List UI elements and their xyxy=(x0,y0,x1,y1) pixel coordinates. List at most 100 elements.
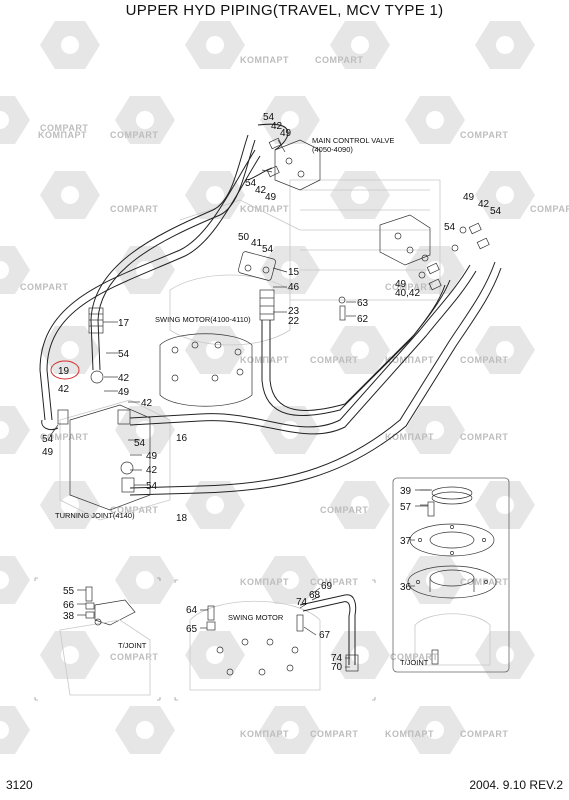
part-label: 54 xyxy=(263,112,275,123)
part-label: 42 xyxy=(255,185,267,196)
watermark-logo-text: COMPART xyxy=(460,355,508,365)
part-label: 42 xyxy=(118,373,130,384)
part-label: 22 xyxy=(288,316,300,327)
callout-highlight xyxy=(50,360,80,380)
watermark-logo-text: KOMПAPT xyxy=(240,355,289,365)
watermark-logo-text: COMPART xyxy=(460,432,508,442)
swing-motor-ref-caption: SWING MOTOR(4100-4110) xyxy=(155,315,251,324)
part-label: 65 xyxy=(186,624,198,635)
watermark-logo-text: COMPART xyxy=(460,130,508,140)
watermark-logo-text: KOMПAPT xyxy=(240,55,289,65)
machine-outline xyxy=(59,179,441,521)
part-label: 38 xyxy=(63,611,75,622)
watermark-logo-text: KOMПAPT xyxy=(240,729,289,739)
part-label: 39 xyxy=(400,486,412,497)
part-label: 50 xyxy=(238,232,250,243)
part-label: 49 xyxy=(265,192,277,203)
part-label: 49 xyxy=(280,128,292,139)
part-label: 36 xyxy=(400,582,412,593)
part-label: 54 xyxy=(118,349,130,360)
watermark-logo-text: COMPART xyxy=(320,505,368,515)
fitting-block xyxy=(238,251,346,321)
part-label: 74 xyxy=(331,653,343,664)
watermark-logo-text: COMPART xyxy=(460,729,508,739)
part-label: 69 xyxy=(321,581,333,592)
hose-19 xyxy=(39,149,261,431)
watermark-logo-text: KOMПAPT xyxy=(385,729,434,739)
part-label: 66 xyxy=(63,600,75,611)
part-label: 49 xyxy=(42,447,54,458)
hose-upper-mcv xyxy=(247,123,289,181)
part-label: 23 xyxy=(288,306,300,317)
watermark-logo-text: COMPART xyxy=(110,652,158,662)
part-label: 54 xyxy=(42,434,54,445)
watermark-logo-text: COMPART xyxy=(310,355,358,365)
page-title: UPPER HYD PIPING(TRAVEL, MCV TYPE 1) xyxy=(125,2,444,19)
part-label: 74 xyxy=(296,597,308,608)
part-label: 46 xyxy=(288,282,300,293)
part-label: 42 xyxy=(141,398,153,409)
part-label: 64 xyxy=(186,605,198,616)
part-label: 42 xyxy=(146,465,158,476)
main-control-valve xyxy=(266,137,490,291)
swing-motor-caption: SWING MOTOR xyxy=(228,613,284,622)
watermark-logo-text: COMPART xyxy=(20,282,68,292)
watermark-logo-text: KOMПAPT xyxy=(385,355,434,365)
hose-18 xyxy=(129,261,502,496)
tjoint-right-caption: T/JOINT xyxy=(400,658,429,667)
part-label: 54 xyxy=(490,206,502,217)
part-label: 41 xyxy=(251,238,263,249)
watermark-logo-text: KOMПAPT xyxy=(38,130,87,140)
watermark-logo-text: COMPART xyxy=(315,55,363,65)
tjoint-left-caption: T/JOINT xyxy=(118,641,147,650)
watermark-logo-text: COMPART xyxy=(390,652,438,662)
hose-16 xyxy=(129,264,477,435)
turning-joint-ref-caption: TURNING JOINT(4140) xyxy=(55,511,135,520)
watermark-logo-text: COMPART xyxy=(40,432,88,442)
part-label: 54 xyxy=(444,222,456,233)
part-label: 37 xyxy=(400,536,412,547)
part-label: 49 xyxy=(146,451,158,462)
inset-swing-motor xyxy=(174,579,376,701)
part-label: 17 xyxy=(118,318,130,329)
part-label: 68 xyxy=(309,590,321,601)
part-label: 49 xyxy=(118,387,130,398)
part-label: 63 xyxy=(357,298,369,309)
hose-22-23 xyxy=(261,279,451,416)
part-label: 18 xyxy=(176,513,188,524)
watermark-logo-text: COMPART xyxy=(310,577,358,587)
watermark-logo-text: COMPART xyxy=(385,282,433,292)
watermark-logo-text: COMPART xyxy=(460,577,508,587)
part-label: 54 xyxy=(134,438,146,449)
part-label: 62 xyxy=(357,314,369,325)
part-label: 40,42 xyxy=(395,288,420,299)
part-label: 54 xyxy=(262,244,274,255)
part-label: 67 xyxy=(319,630,331,641)
part-label: 49 xyxy=(463,192,475,203)
part-label: 55 xyxy=(63,586,75,597)
part-label: 16 xyxy=(176,433,188,444)
watermark-logo-text: COMPART xyxy=(110,204,158,214)
watermark-logo-text: KOMПAPT xyxy=(385,432,434,442)
part-labels: 54 42 49 54 42 49 50 41 54 15 46 23 22 6… xyxy=(42,112,502,673)
watermark-logo-text: COMPART xyxy=(310,729,358,739)
part-label: 42 xyxy=(478,199,490,210)
part-label: 15 xyxy=(288,267,300,278)
part-label: 54 xyxy=(146,481,158,492)
part-label: 42 xyxy=(58,384,70,395)
revision-date: 2004. 9.10 REV.2 xyxy=(469,778,563,792)
part-label: 54 xyxy=(245,178,257,189)
inset-tjoint-right xyxy=(392,477,510,673)
watermark-logo-text: COMPART xyxy=(110,130,158,140)
page-number: 3120 xyxy=(6,778,33,792)
inset-tjoint-left xyxy=(34,577,161,701)
part-label: 49 xyxy=(395,279,407,290)
part-label: 19 xyxy=(58,366,70,377)
part-label: 70 xyxy=(331,662,343,673)
watermark-logo-text: KOMПAPT xyxy=(240,577,289,587)
swing-motor-ref xyxy=(159,333,253,407)
part-label: 57 xyxy=(400,502,412,513)
part-label: 42 xyxy=(271,121,283,132)
watermark-logo-text: COMPART xyxy=(40,123,88,133)
